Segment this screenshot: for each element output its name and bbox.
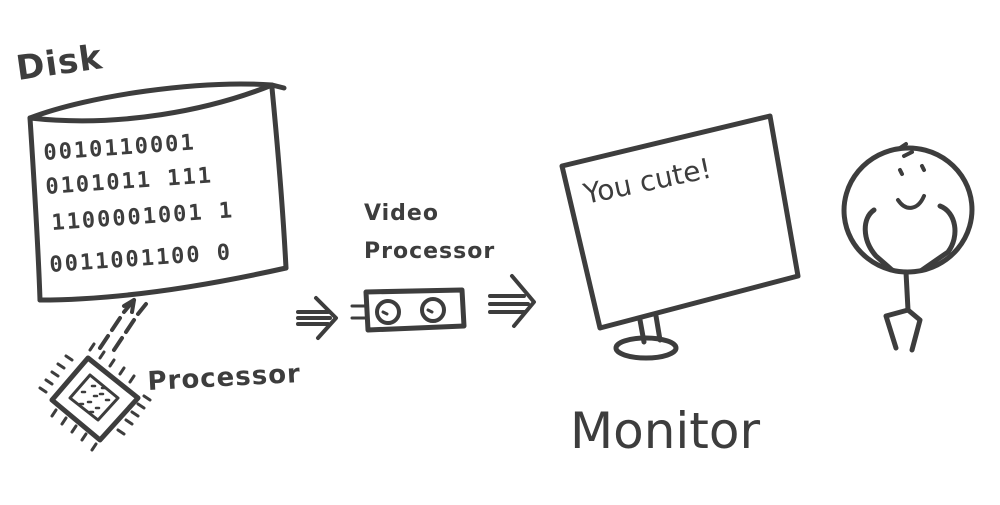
disk-bits-row: 0010110001 [43,130,197,166]
video-processor-label-line2: Processor [364,239,495,264]
monitor-label: Monitor [570,402,761,460]
disk-label: Disk [14,37,106,89]
processor-label: Processor [147,359,302,397]
arrow-to-video-processor [296,296,338,340]
monitor-icon [559,113,801,361]
screen-text: You cute! [580,152,715,211]
video-processor-label-line1: Video [364,201,439,226]
arrow-to-monitor [488,274,536,328]
disk-icon [27,81,289,303]
video-processor-icon [350,287,467,333]
processor-chip-icon [38,342,152,452]
processor-to-disk-arrow [98,298,148,352]
person-icon [841,142,975,353]
disk-bits-row: 0011001100 0 [49,240,233,278]
disk-bits-row: 0101011 111 [45,163,214,200]
disk-bits-row: 1100001001 1 [51,198,235,236]
